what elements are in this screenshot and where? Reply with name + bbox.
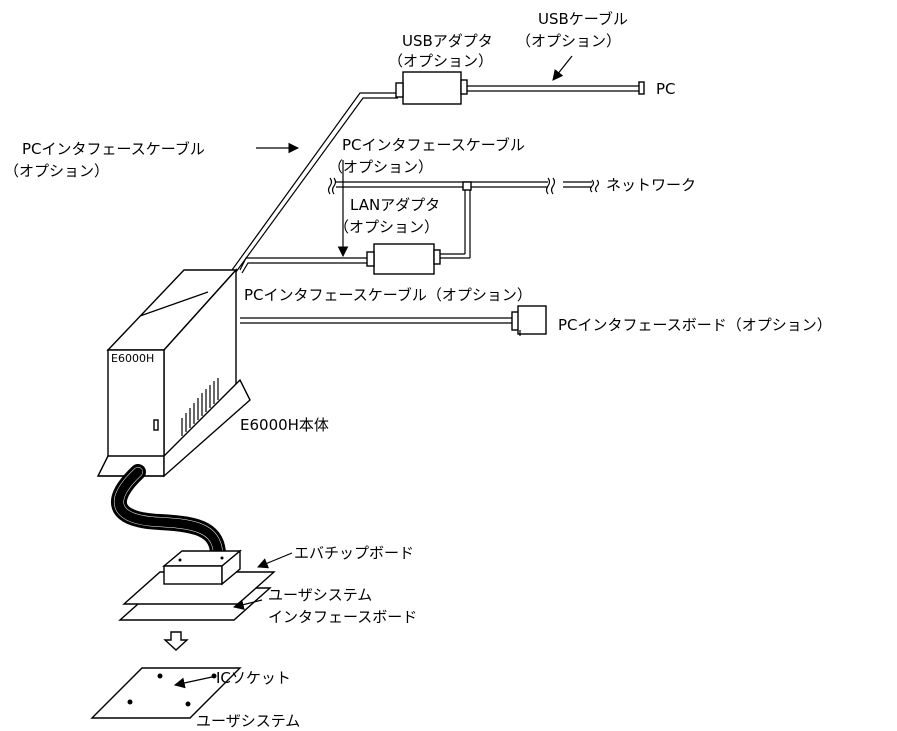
down-arrow	[163, 631, 189, 651]
lan-adapter	[366, 243, 441, 275]
network-label: ネットワーク	[606, 176, 696, 194]
user-system-if-board-label-2: インタフェースボード	[268, 608, 417, 626]
usb-cable-label: USBケーブル	[538, 10, 628, 28]
evachip-board-label: エバチップボード	[294, 544, 414, 562]
pc-if-cable-bottom-label: PCインタフェースケーブル（オプション）	[244, 286, 532, 304]
user-system-board	[90, 667, 242, 719]
usb-cable-option-label: （オプション）	[516, 32, 621, 50]
user-system-label: ユーザシステム	[196, 712, 300, 730]
pc-if-cable-left-label: PCインタフェースケーブル	[22, 140, 205, 158]
unit-panel-label: E6000H	[111, 352, 154, 365]
arrows	[173, 55, 573, 689]
pc-if-cable-mid-label: PCインタフェースケーブル	[342, 136, 525, 154]
ic-socket-label: ICソケット	[216, 669, 291, 687]
evachip-board	[162, 549, 242, 586]
usb-adapter-label: USBアダプタ	[402, 32, 493, 50]
lan-adapter-option-label: （オプション）	[334, 218, 439, 236]
e6000h-unit	[96, 268, 251, 478]
lan-adapter-label: LANアダプタ	[350, 196, 440, 214]
user-system-interface-board	[118, 571, 276, 621]
lan-cable-path	[239, 181, 592, 274]
user-system-if-board-label-1: ユーザシステム	[268, 586, 372, 604]
usb-adapter-option-label: （オプション）	[388, 52, 493, 70]
pc-if-board-label: PCインタフェースボード（オプション）	[558, 316, 832, 334]
pc-board-cable	[240, 305, 547, 336]
break-marks	[327, 177, 600, 195]
pc-if-cable-mid-option-label: （オプション）	[328, 158, 433, 176]
pc-if-cable-left-option-label: （オプション）	[4, 162, 109, 180]
usb-adapter	[395, 71, 468, 105]
pc-label: PC	[656, 80, 676, 98]
usb-cable-path	[231, 85, 640, 273]
pc-connector	[638, 81, 645, 95]
unit-body-label: E6000H本体	[240, 416, 329, 434]
